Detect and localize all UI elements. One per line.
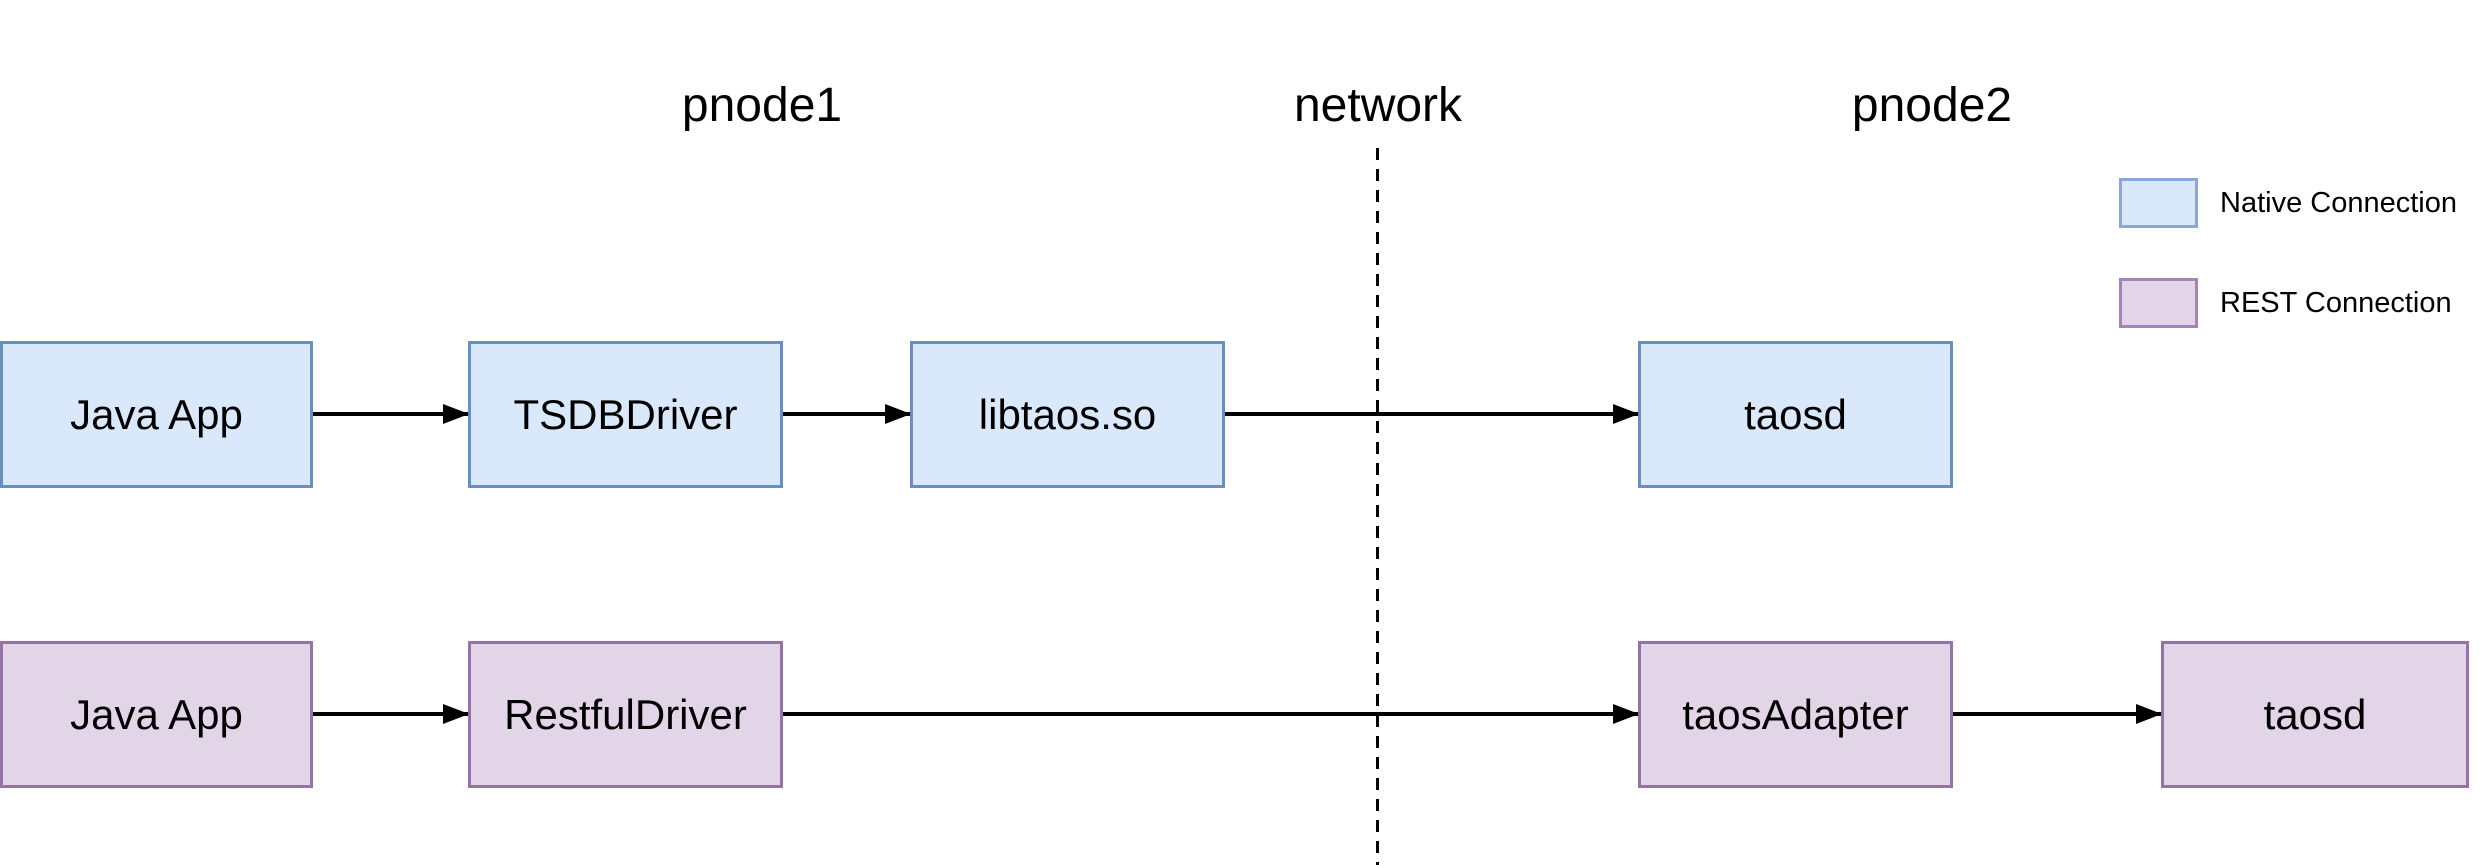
node-tsdbdriver: TSDBDriver [468, 341, 783, 488]
network-divider-line [1376, 148, 1379, 865]
legend-item-rest: REST Connection [2119, 278, 2452, 328]
node-label: TSDBDriver [513, 390, 738, 438]
node-restfuldriver: RestfulDriver [468, 641, 783, 788]
node-label: RestfulDriver [504, 690, 747, 738]
node-label: taosAdapter [1682, 690, 1909, 738]
legend-label-native: Native Connection [2220, 186, 2457, 219]
node-java-app-native: Java App [0, 341, 313, 488]
node-label: libtaos.so [978, 390, 1157, 438]
arrow-javaapp-to-restfuldriver [313, 704, 469, 724]
legend-label-rest: REST Connection [2220, 286, 2452, 319]
arrow-taosadapter-to-taosd [1953, 704, 2162, 724]
zone-label-pnode1: pnode1 [681, 79, 843, 132]
arrow-restfuldriver-to-taosadapter [783, 704, 1639, 724]
node-label: Java App [70, 690, 243, 738]
node-java-app-rest: Java App [0, 641, 313, 788]
node-label: Java App [70, 390, 243, 438]
node-taosd-rest: taosd [2161, 641, 2469, 788]
node-label: taosd [1744, 390, 1847, 438]
node-taosd-native: taosd [1638, 341, 1953, 488]
zone-label-network: network [1293, 79, 1463, 132]
legend-swatch-rest-icon [2119, 278, 2198, 328]
node-libtaos-so: libtaos.so [910, 341, 1225, 488]
zone-label-pnode2: pnode2 [1851, 79, 2013, 132]
arrow-tsdbdriver-to-libtaos [783, 404, 911, 424]
node-taosadapter: taosAdapter [1638, 641, 1953, 788]
legend-item-native: Native Connection [2119, 178, 2457, 228]
legend-swatch-native-icon [2119, 178, 2198, 228]
node-label: taosd [2263, 690, 2367, 738]
arrow-libtaos-to-taosd [1225, 404, 1639, 424]
arrow-javaapp-to-tsdbdriver [313, 404, 469, 424]
